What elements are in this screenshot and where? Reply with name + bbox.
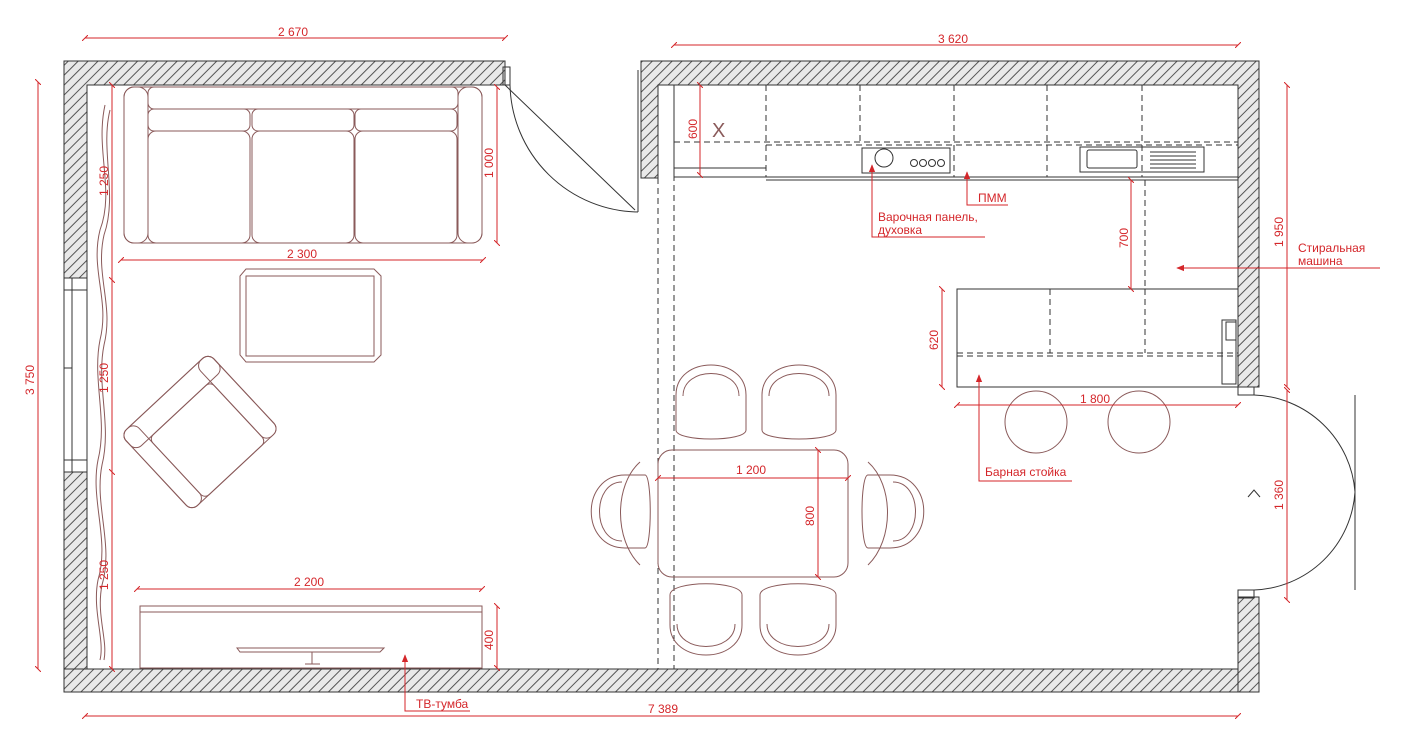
chair-bottom-right xyxy=(759,583,837,656)
label-washer-2: машина xyxy=(1298,254,1343,268)
dim-bar-depth: 620 xyxy=(927,330,941,350)
curtain xyxy=(95,104,111,661)
balcony-door xyxy=(1247,394,1356,591)
dim-total-width: 7 389 xyxy=(648,702,678,716)
dim-living-width: 2 670 xyxy=(278,25,308,39)
label-tv-unit: ТВ-тумба xyxy=(416,697,469,711)
dim-sofa-depth: 1 000 xyxy=(482,148,496,178)
wall-right-lower xyxy=(1237,596,1260,693)
bar-counter xyxy=(956,180,1239,388)
dim-window-mid: 1 250 xyxy=(97,363,111,393)
wall-bottom xyxy=(63,668,1260,693)
tv-unit xyxy=(139,605,483,669)
dim-table-width: 1 200 xyxy=(736,463,766,477)
chair-left xyxy=(590,461,651,566)
label-oven: духовка xyxy=(878,223,922,237)
label-dishwasher: ПММ xyxy=(978,191,1007,205)
x-mark: X xyxy=(712,120,725,142)
dim-tv-width: 2 200 xyxy=(294,575,324,589)
armchair xyxy=(123,355,277,509)
wall-left-lower xyxy=(63,471,88,670)
hob xyxy=(861,147,951,174)
dim-window-top: 1 250 xyxy=(97,166,111,196)
label-hob: Варочная панель, xyxy=(878,210,978,224)
dim-counter-depth: 600 xyxy=(686,119,700,139)
dim-gap-700: 700 xyxy=(1117,228,1131,248)
wall-top-left xyxy=(63,60,506,279)
window-left xyxy=(63,277,88,473)
sofa xyxy=(123,86,483,244)
dining-table xyxy=(657,449,849,578)
dim-right-wall: 1 950 xyxy=(1272,217,1286,247)
dim-kitchen-width: 3 620 xyxy=(938,32,968,46)
door-jamb-bottom xyxy=(1237,589,1255,599)
dim-door: 1 360 xyxy=(1272,480,1286,510)
walls xyxy=(63,60,1260,693)
label-washer-1: Стиральная xyxy=(1298,241,1365,255)
entry-door xyxy=(504,70,639,213)
chair-right xyxy=(861,461,925,566)
chair-top-left xyxy=(675,364,747,440)
chair-bottom-left xyxy=(669,583,743,656)
dimension-lines xyxy=(38,38,1287,716)
dim-tv-depth: 400 xyxy=(482,630,496,650)
dim-total-height: 3 750 xyxy=(23,365,37,395)
dim-bar-width: 1 800 xyxy=(1080,392,1110,406)
dim-table-depth: 800 xyxy=(803,506,817,526)
door-jamb-top xyxy=(1237,386,1255,396)
sink xyxy=(1079,146,1205,173)
dim-sofa-width: 2 300 xyxy=(287,247,317,261)
dim-window-bot: 1 250 xyxy=(97,560,111,590)
label-bar: Барная стойка xyxy=(985,465,1067,479)
dimension-texts: 2 670 3 620 3 750 7 389 1 000 2 300 1 25… xyxy=(23,25,1286,716)
coffee-table xyxy=(239,268,382,363)
kitchen-counter xyxy=(673,84,1239,181)
door-jamb-left xyxy=(502,66,511,86)
zone-divider xyxy=(657,85,675,669)
annotations: Варочная панель, духовка ПММ Стиральная … xyxy=(401,164,1380,712)
wall-top-right xyxy=(640,60,1260,388)
chair-top-right xyxy=(761,364,837,440)
bar-stools xyxy=(1004,390,1171,454)
dining-chairs xyxy=(590,364,925,656)
